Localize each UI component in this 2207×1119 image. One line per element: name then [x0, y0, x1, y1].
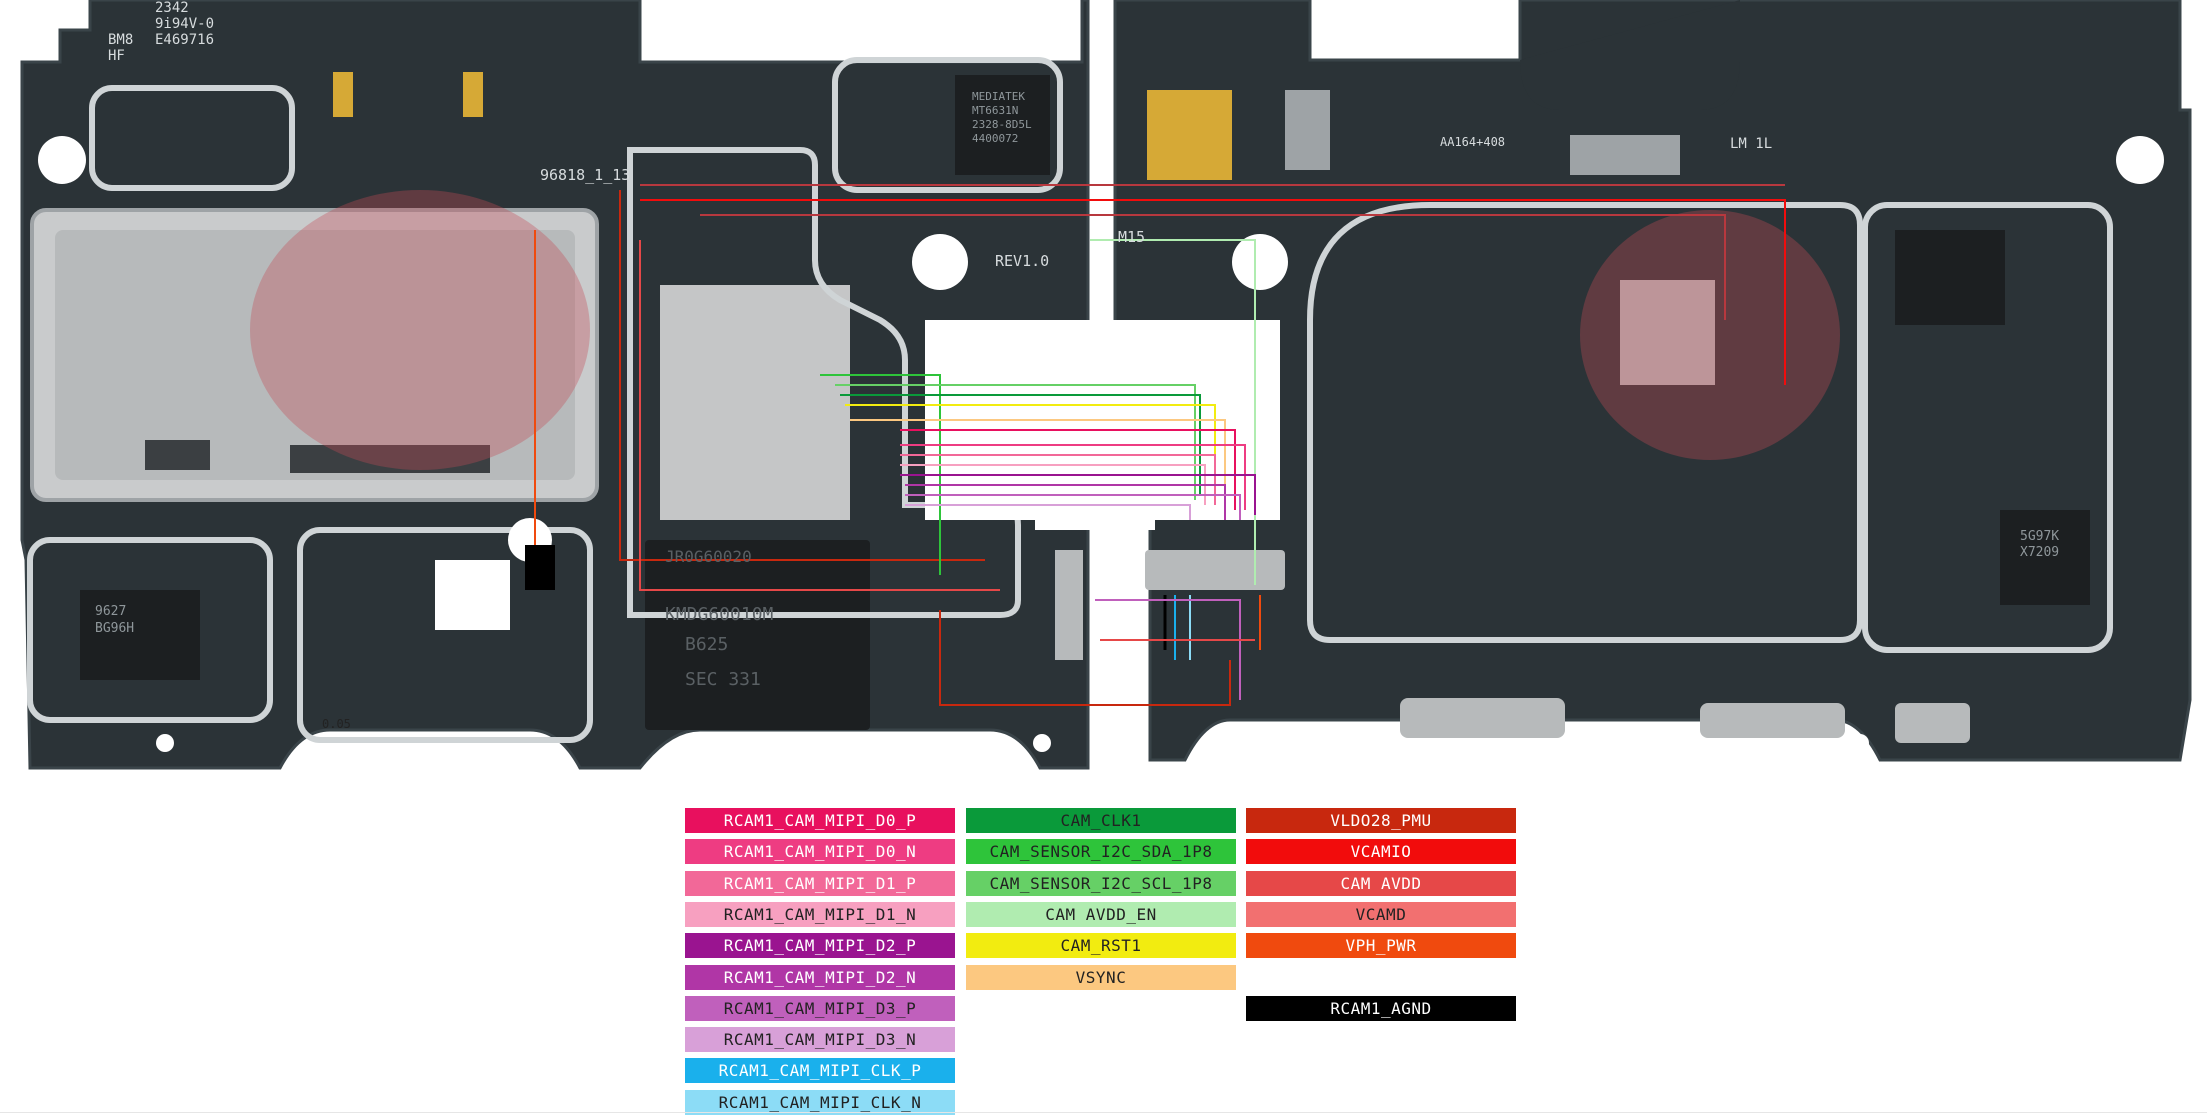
legend-item: RCAM1_CAM_MIPI_D0_N [685, 839, 955, 865]
pmic-right-line-1: X7209 [2020, 545, 2059, 560]
logo-line-0: 2342 [155, 0, 189, 16]
legend-item: RCAM1_CAM_MIPI_D3_N [685, 1027, 955, 1053]
memory-mirror-text: JR0G60020 [665, 547, 752, 566]
legend-item: VCAMD [1246, 901, 1516, 927]
pmic-left-line-1: BG96H [95, 621, 134, 636]
mediatek-line-1: MT6631N [972, 104, 1018, 117]
legend-label: VLDO28_PMU [1330, 811, 1432, 830]
legend-item: CAM_CLK1 [966, 808, 1236, 833]
mediatek-line-2: 2328-8D5L [972, 118, 1032, 131]
logo-line-1: 9i94V-0 [155, 16, 214, 32]
legend-label: RCAM1_CAM_MIPI_D3_N [723, 1030, 917, 1050]
legend-item: VSYNC [966, 964, 1236, 990]
legend-label: RCAM1_CAM_MIPI_D1_N [723, 904, 917, 924]
legend-label: RCAM1_CAM_MIPI_D2_P [723, 936, 917, 956]
logo-line-4: HF [108, 48, 125, 64]
legend-item: RCAM1_CAM_MIPI_D1_N [685, 901, 955, 927]
legend-item: VPH_PWR [1246, 933, 1516, 959]
legend-label: VCAMD [1355, 904, 1407, 924]
legend-item: RCAM1_CAM_MIPI_CLK_N [685, 1089, 955, 1115]
legend-item: RCAM1_CAM_MIPI_D1_P [685, 870, 955, 896]
legend-label: CAM_RST1 [1060, 936, 1142, 956]
logo-line-3: BM8 [108, 32, 133, 48]
legend-item: RCAM1_CAM_MIPI_CLK_P [685, 1058, 955, 1084]
legend-label: RCAM1_AGND [1330, 998, 1432, 1018]
legend-label: CAM_CLK1 [1060, 811, 1142, 830]
legend-label: RCAM1_CAM_MIPI_D0_N [723, 842, 917, 862]
legend-label: CAM_SENSOR_I2C_SDA_1P8 [989, 842, 1213, 862]
pcb-code: 96818_1_13 [540, 166, 630, 184]
legend-item: CAM_RST1 [966, 933, 1236, 959]
pcb-board-diagram: 96818_1_13 REV1.0 M15 0.05 2342 9i94V-0 … [20, 0, 2192, 770]
legend-item: CAM AVDD_EN [966, 901, 1236, 927]
right-board [925, 0, 2192, 762]
legend-label: RCAM1_CAM_MIPI_CLK_N [718, 1092, 922, 1112]
legend-item: RCAM1_CAM_MIPI_D0_P [685, 808, 955, 833]
qr-code-text: AA164+408 [1440, 135, 1505, 149]
legend-label: VCAMIO [1350, 842, 1412, 862]
legend-item: VLDO28_PMU [1246, 808, 1516, 833]
legend-item: RCAM1_CAM_MIPI_D2_N [685, 964, 955, 990]
footer-rule [0, 1112, 2207, 1113]
legend-item: RCAM1_AGND [1246, 995, 1516, 1021]
memory-line-1: B625 [685, 634, 728, 655]
legend-label: VPH_PWR [1345, 936, 1417, 956]
legend-item: RCAM1_CAM_MIPI_D2_P [685, 933, 955, 959]
memory-line-2: SEC 331 [685, 669, 761, 690]
memory-line-0: KMDG60010M [665, 604, 774, 625]
logo-line-2: E469716 [155, 32, 214, 48]
mediatek-line-0: MEDIATEK [972, 90, 1025, 103]
corner-label: 0.05 [322, 717, 351, 731]
legend-label: CAM_SENSOR_I2C_SCL_1P8 [989, 873, 1213, 893]
legend-label: CAM AVDD_EN [1045, 904, 1157, 924]
connector-label: LM 1L [1730, 136, 1772, 152]
test-point-label: M15 [1118, 228, 1145, 246]
net-traces [534, 184, 1786, 706]
legend-label: RCAM1_CAM_MIPI_D0_P [723, 811, 917, 830]
legend-label: RCAM1_CAM_MIPI_D1_P [723, 873, 917, 893]
legend-label: RCAM1_CAM_MIPI_CLK_P [718, 1061, 922, 1081]
pmic-right-line-0: 5G97K [2020, 529, 2059, 544]
legend-item: CAM_SENSOR_I2C_SCL_1P8 [966, 870, 1236, 896]
silkscreen-text: 96818_1_13 REV1.0 M15 0.05 2342 9i94V-0 … [95, 0, 2059, 731]
legend-label: CAM AVDD [1340, 873, 1422, 893]
legend-item: RCAM1_CAM_MIPI_D3_P [685, 995, 955, 1021]
mediatek-line-3: 4400072 [972, 132, 1018, 145]
revision-label: REV1.0 [995, 252, 1049, 270]
legend-item: VCAMIO [1246, 839, 1516, 865]
left-board [20, 0, 1090, 770]
legend-label: RCAM1_CAM_MIPI_D3_P [723, 998, 917, 1018]
legend-item: CAM_SENSOR_I2C_SDA_1P8 [966, 839, 1236, 865]
legend-label: RCAM1_CAM_MIPI_D2_N [723, 967, 917, 987]
legend-label: VSYNC [1075, 967, 1127, 987]
pmic-left-line-0: 9627 [95, 604, 126, 619]
legend-item: CAM AVDD [1246, 870, 1516, 896]
